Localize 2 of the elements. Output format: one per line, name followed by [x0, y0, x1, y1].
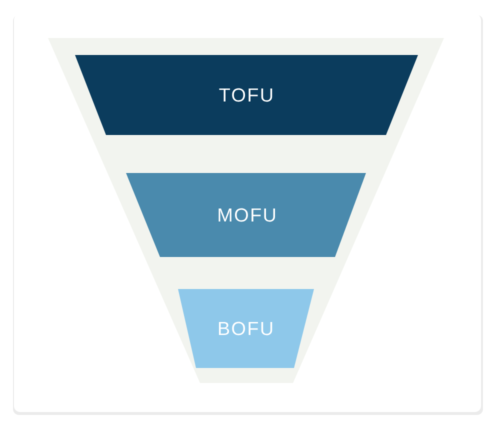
funnel-stage: BOFU	[178, 289, 314, 368]
funnel-stage: MOFU	[126, 173, 366, 257]
